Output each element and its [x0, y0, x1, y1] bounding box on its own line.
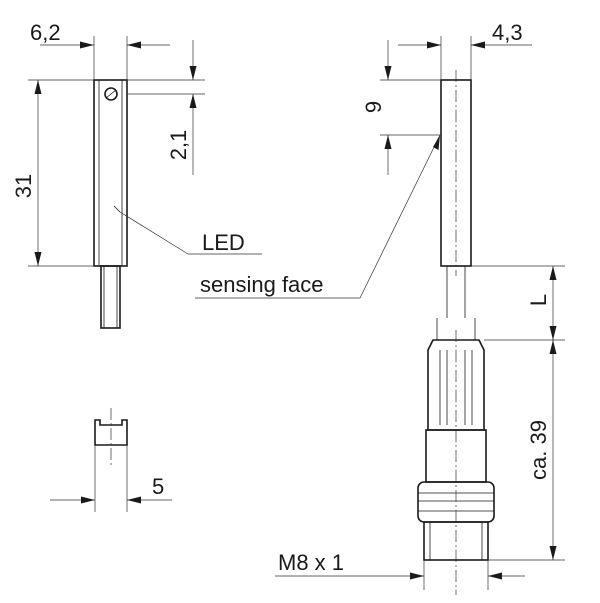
led-label: LED — [202, 230, 245, 255]
dimension-width-right: 4,3 — [398, 20, 532, 80]
dimension-face-offset: 9 — [361, 40, 441, 175]
sensing-face-callout: sensing face — [195, 134, 441, 299]
dimension-screw-offset: 2,1 — [127, 40, 205, 175]
dimension-label-thread: M8 x 1 — [278, 550, 344, 575]
mounting-screw-icon — [104, 87, 118, 101]
led-callout: LED — [119, 211, 262, 255]
sensor-side-view — [93, 79, 128, 329]
dimension-length: 31 — [11, 79, 94, 267]
dimension-cable-length: L — [471, 265, 565, 341]
dimension-label-cable-length: L — [526, 294, 551, 306]
dimension-label-face-offset: 9 — [361, 101, 386, 113]
dimension-label-width-right: 4,3 — [492, 20, 523, 45]
dimension-thread: M8 x 1 — [275, 550, 525, 590]
dimension-label-width-left: 6,2 — [30, 20, 61, 45]
sensor-cable — [100, 265, 121, 329]
dimension-label-length: 31 — [11, 174, 36, 198]
dimension-label-bottom-width: 5 — [152, 474, 164, 499]
sensor-front-view — [436, 70, 476, 340]
dimension-label-connector-length: ca. 39 — [526, 420, 551, 480]
connector-thread — [423, 521, 489, 561]
m8-connector — [417, 330, 495, 595]
sensor-cross-section: 5 — [50, 408, 172, 512]
dimension-label-screw-offset: 2,1 — [166, 130, 191, 161]
dimension-connector-length: ca. 39 — [488, 340, 565, 561]
dimension-width-left: 6,2 — [30, 20, 170, 80]
sensing-face-label: sensing face — [200, 272, 324, 297]
